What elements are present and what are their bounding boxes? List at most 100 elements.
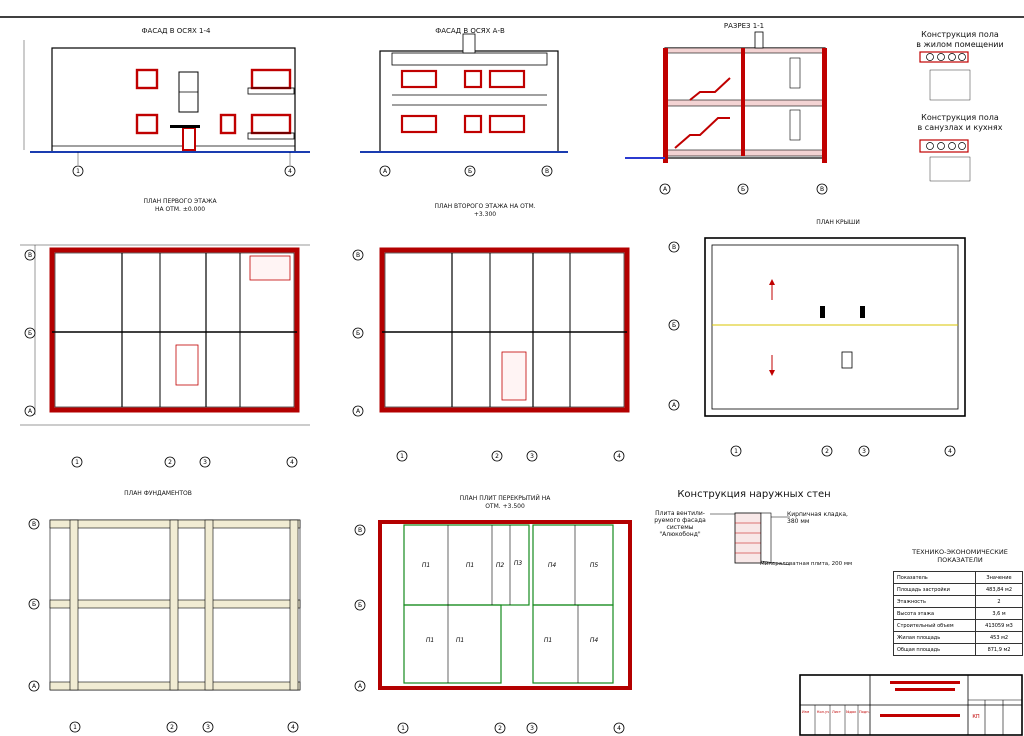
tep-cell: 413059 м3 (975, 619, 1023, 632)
slab-axis-4: 4 (617, 725, 621, 732)
plan-foundation: В Б А 1 2 3 4 (28, 518, 301, 733)
plan-roof: В Б А 1 2 3 4 (668, 237, 966, 457)
plan2-axis-a: А (356, 408, 361, 415)
title-facade-1-4: ФАСАД В ОСЯХ 1-4 (141, 27, 211, 35)
title-walls: Конструкция наружных стен (677, 489, 831, 500)
title-section-1-1: РАЗРЕЗ 1-1 (723, 22, 765, 30)
slab-label: П4 (590, 637, 599, 644)
tep-cell: Жилая площадь (893, 631, 976, 644)
roof-axis-b: Б (672, 322, 676, 329)
stamp-sheet: КП (972, 714, 980, 720)
slab-axis-1: 1 (401, 725, 405, 732)
title-plan-first: ПЛАН ПЕРВОГО ЭТАЖА НА ОТМ. ±0.000 (143, 198, 217, 213)
slab-axis-3: 3 (530, 725, 534, 732)
stamp-header-izm: Изм (802, 710, 809, 714)
axis-b: Б (468, 168, 472, 175)
floor-detail-living (919, 51, 971, 101)
stamp-header-kol: Кол.уч (817, 710, 829, 714)
roof-axis-a: А (672, 402, 677, 409)
slab-label: П1 (544, 637, 552, 644)
plan2-axis-v: В (356, 252, 360, 259)
tep-header-cell: Значение (975, 571, 1023, 584)
wall-label-panel: Плита вентили- руемого фасада системы "А… (654, 510, 706, 538)
tep-cell: 3,6 м (975, 607, 1023, 620)
plan2-axis-4: 4 (617, 453, 621, 460)
plan1-axis-2: 2 (168, 459, 172, 466)
roof-axis-2: 2 (825, 448, 829, 455)
section-axis-a: А (663, 186, 668, 193)
wall-label-brick: Кирпичная кладка, 380 мм (787, 511, 848, 525)
fnd-axis-2: 2 (170, 724, 174, 731)
plan1-axis-v: В (28, 252, 32, 259)
slab-axis-v: В (358, 527, 362, 534)
axis-v: В (545, 168, 549, 175)
axis-1: 1 (76, 168, 80, 175)
plan1-axis-a: А (28, 408, 33, 415)
plan1-axis-3: 3 (203, 459, 207, 466)
fnd-axis-a: А (32, 683, 37, 690)
slab-label: П1 (426, 637, 434, 644)
section-axis-v: В (820, 186, 824, 193)
plan2-axis-3: 3 (530, 453, 534, 460)
tep-cell: Высота этажа (893, 607, 976, 620)
slab-label: П5 (590, 562, 599, 569)
fnd-axis-v: В (32, 521, 36, 528)
slab-label: П4 (548, 562, 557, 569)
plan1-axis-b: Б (28, 330, 32, 337)
title-plan-foundation: ПЛАН ФУНДАМЕНТОВ (124, 490, 192, 497)
slab-label: П2 (496, 562, 505, 569)
roof-axis-v: В (672, 244, 676, 251)
plan-slabs: П1 П1 П2 П3 П4 П5 П1 П1 П1 П4 В Б А 1 2 … (354, 520, 632, 734)
title-floor-living: Конструкция пола в жилом помещении (916, 30, 1004, 49)
stamp-header-list: Лист (832, 710, 841, 714)
wall-label-wool: Минераловатная плита, 200 мм (760, 561, 853, 567)
slab-axis-2: 2 (498, 725, 502, 732)
tep-cell: 453 м2 (975, 631, 1023, 644)
title-plan-slabs: ПЛАН ПЛИТ ПЕРЕКРЫТИЙ НА ОТМ. +3.500 (459, 495, 551, 510)
axis-4: 4 (288, 168, 292, 175)
slab-label: П3 (514, 560, 523, 567)
facade-1-4: 1 4 (23, 40, 310, 177)
roof-axis-3: 3 (862, 448, 866, 455)
slab-label: П1 (422, 562, 430, 569)
title-floor-wet: Конструкция пола в санузлах и кухнях (917, 113, 1003, 132)
facade-a-v: А Б В (360, 33, 568, 177)
roof-axis-4: 4 (948, 448, 952, 455)
tep-cell: 483,84 м2 (975, 583, 1023, 596)
tep-header-cell: Показатель (893, 571, 976, 584)
stamp-header-doc: №док (846, 710, 856, 714)
tep-cell: Строительный объем (893, 619, 976, 632)
fnd-axis-3: 3 (206, 724, 210, 731)
section-axis-b: Б (741, 186, 745, 193)
slab-axis-b: Б (358, 602, 362, 609)
fnd-axis-4: 4 (291, 724, 295, 731)
plan1-axis-4: 4 (290, 459, 294, 466)
slab-label: П1 (456, 637, 464, 644)
title-block: КП Изм Кол.уч Лист №док Подп. (799, 674, 1023, 736)
tep-cell: Этажность (893, 595, 976, 608)
slab-label: П1 (466, 562, 474, 569)
roof-axis-1: 1 (734, 448, 738, 455)
plan2-axis-b: Б (356, 330, 360, 337)
plan-first-floor: В Б А 1 2 3 4 (20, 244, 310, 468)
stamp-header-podp: Подп. (859, 710, 870, 714)
slab-axis-a: А (358, 683, 363, 690)
plan-second-floor: В Б А 1 2 3 4 (352, 247, 630, 462)
plan1-axis-1: 1 (75, 459, 79, 466)
tep-cell: Площадь застройки (893, 583, 976, 596)
tep-cell: Общая площадь (893, 643, 976, 656)
section-1-1: А Б В (625, 31, 828, 195)
plan2-axis-2: 2 (495, 453, 499, 460)
title-plan-roof: ПЛАН КРЫШИ (816, 219, 860, 226)
tep-cell: 871,9 м2 (975, 643, 1023, 656)
